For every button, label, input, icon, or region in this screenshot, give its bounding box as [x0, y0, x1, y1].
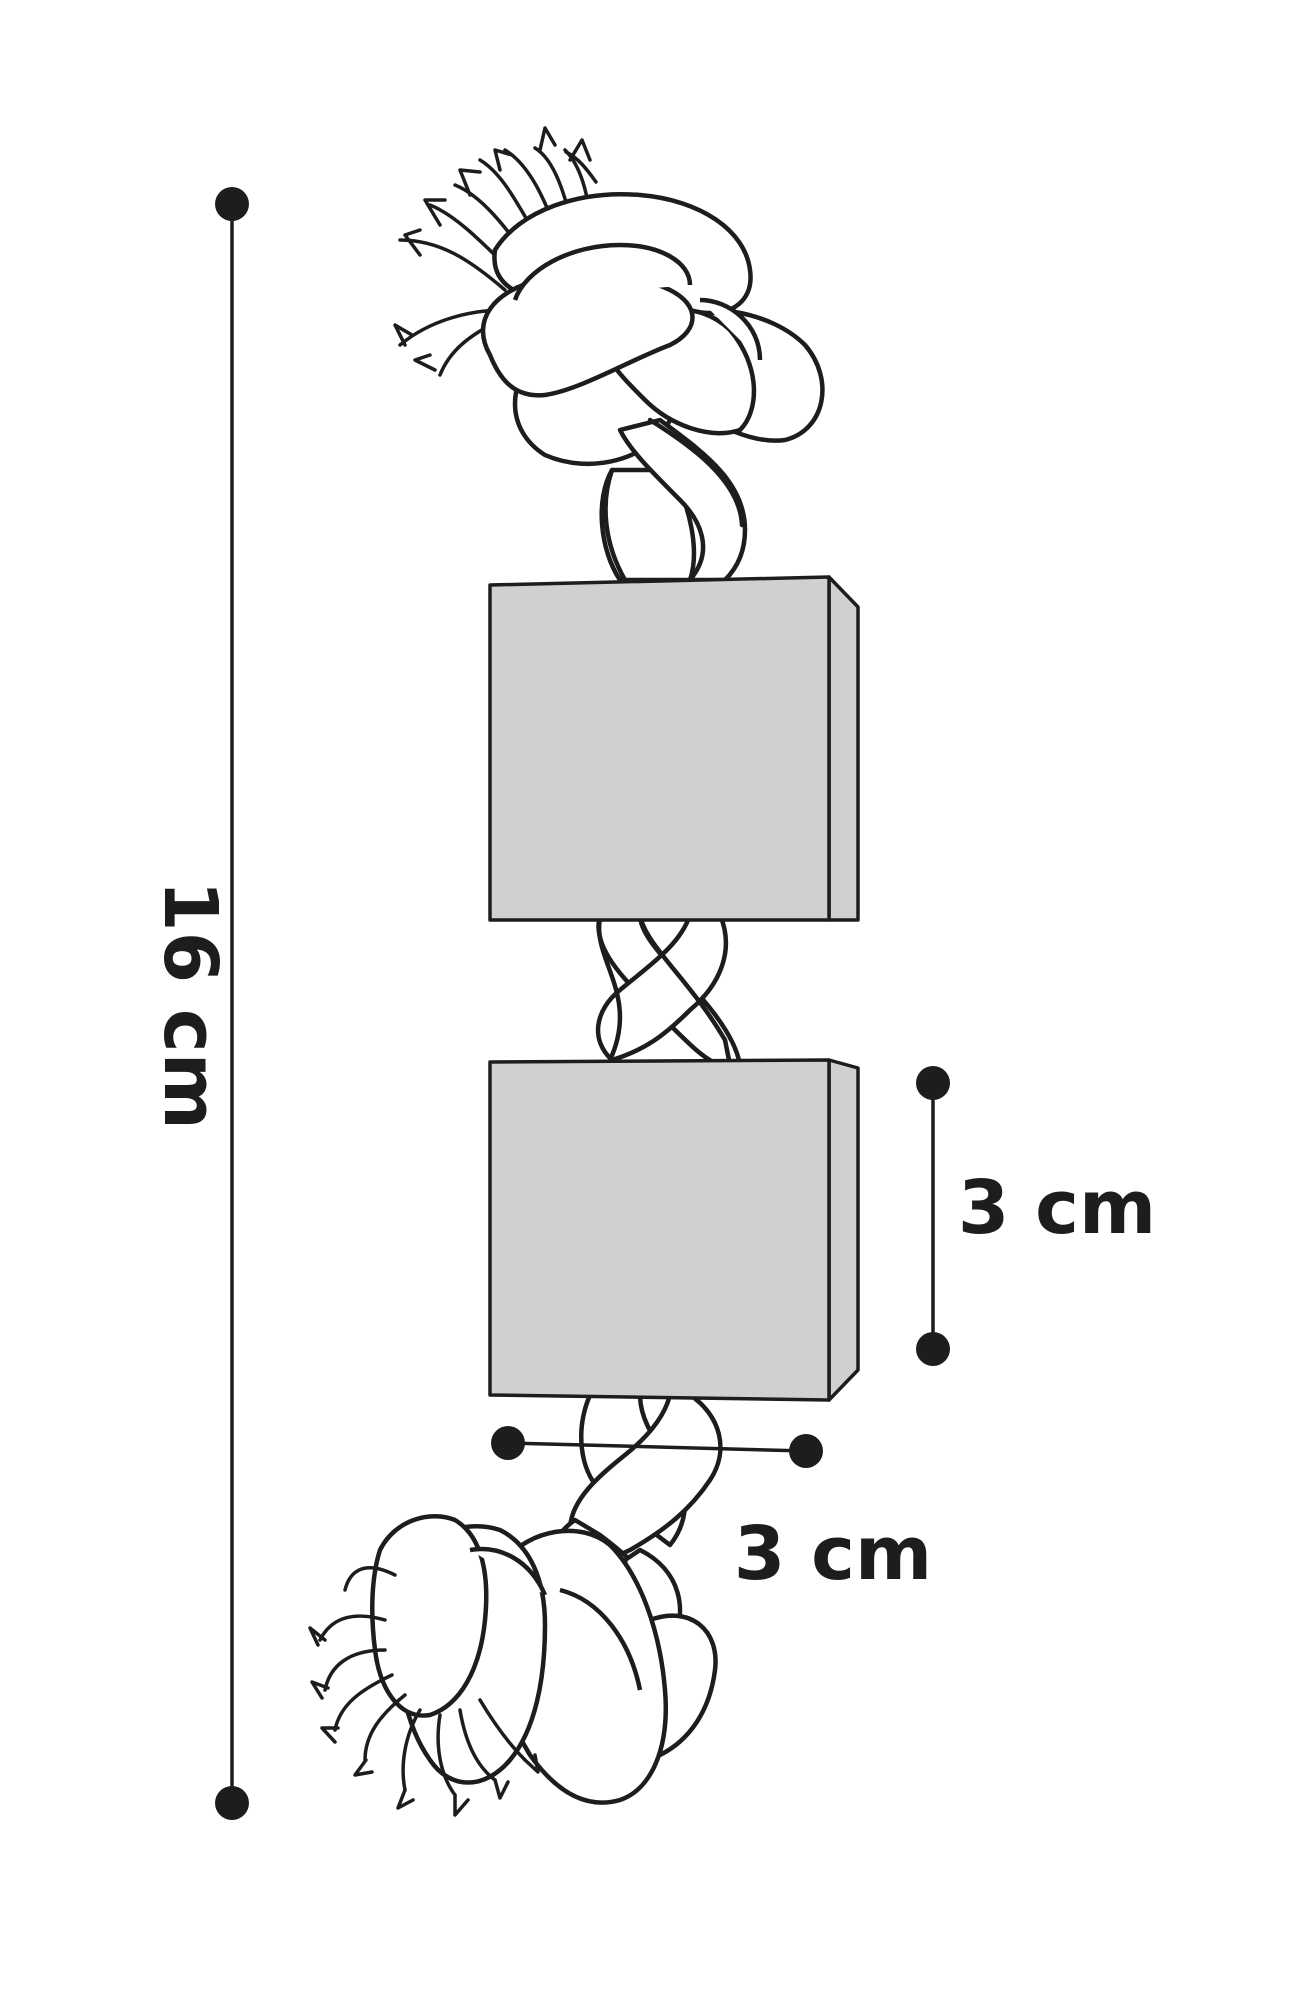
- block-width-dimension: 3 cm: [491, 1426, 932, 1597]
- block-top-side: [827, 575, 860, 922]
- rope-segment-middle: [595, 912, 743, 1068]
- block-bottom-front: [488, 1058, 831, 1402]
- length-dimension-label: 16 cm: [147, 880, 233, 1130]
- block-width-dimension-line: [507, 1441, 807, 1453]
- block-top-front: [488, 575, 831, 922]
- bottom-knot: [370, 1514, 718, 1805]
- rope-segment-top: [599, 417, 748, 583]
- block-height-dimension-top-dot: [916, 1066, 950, 1100]
- block-bottom: [488, 1058, 860, 1402]
- length-dimension-bottom-dot: [215, 1786, 249, 1820]
- block-bottom-side: [827, 1058, 860, 1402]
- block-top: [488, 575, 860, 922]
- block-width-dimension-right-dot: [789, 1434, 823, 1468]
- length-dimension-top-dot: [215, 187, 249, 221]
- block-height-dimension-bottom-dot: [916, 1332, 950, 1366]
- bottom-fringe: [308, 1566, 540, 1817]
- block-width-dimension-label: 3 cm: [734, 1511, 932, 1597]
- block-height-dimension-label: 3 cm: [958, 1165, 1156, 1251]
- top-knot: [480, 192, 825, 467]
- block-width-dimension-left-dot: [491, 1426, 525, 1460]
- block-height-dimension: 3 cm: [916, 1066, 1156, 1366]
- length-dimension: 16 cm: [147, 187, 249, 1820]
